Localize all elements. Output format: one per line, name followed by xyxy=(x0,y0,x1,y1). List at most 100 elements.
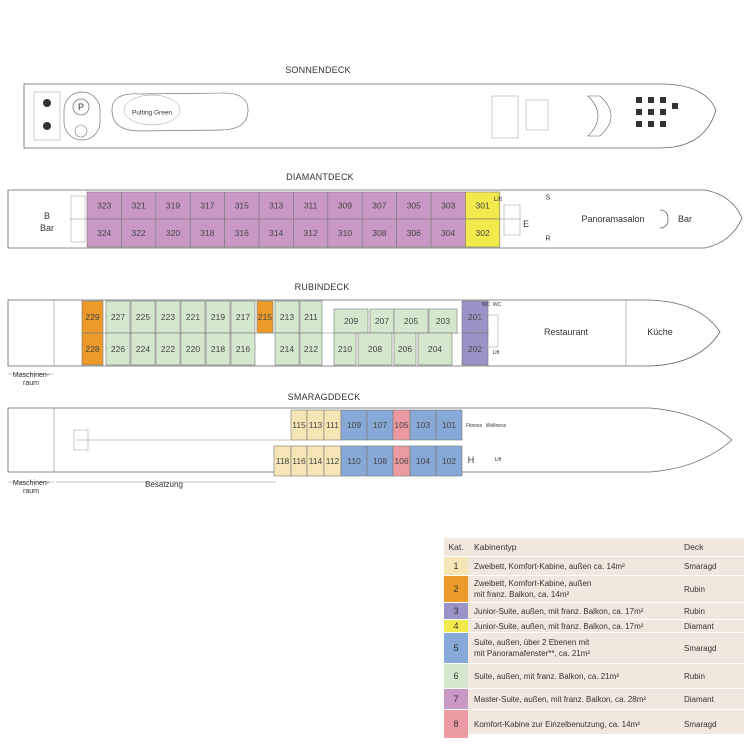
cabin-302[interactable]: 302 xyxy=(465,218,501,248)
cabin-303[interactable]: 303 xyxy=(430,191,466,220)
cabin-fill xyxy=(435,445,463,477)
cabin-114[interactable]: 114 xyxy=(306,445,325,477)
cabin-115[interactable]: 115 xyxy=(290,409,308,441)
cabin-220[interactable]: 220 xyxy=(180,332,206,366)
cabin-fill xyxy=(86,218,122,248)
cabin-212[interactable]: 212 xyxy=(299,332,323,366)
cabin-307[interactable]: 307 xyxy=(361,191,397,220)
cabin-221[interactable]: 221 xyxy=(180,300,206,334)
cabin-111[interactable]: 111 xyxy=(323,409,342,441)
legend-deck: Diamant xyxy=(684,694,714,704)
cabin-107[interactable]: 107 xyxy=(366,409,394,441)
cabin-fill xyxy=(327,191,363,220)
cabin-fill xyxy=(340,445,368,477)
cabin-301[interactable]: 301 xyxy=(465,191,501,220)
cabin-304[interactable]: 304 xyxy=(430,218,466,248)
cabin-fill xyxy=(465,218,501,248)
cabin-319[interactable]: 319 xyxy=(155,191,191,220)
cabin-104[interactable]: 104 xyxy=(409,445,437,477)
cabin-215[interactable]: 215 xyxy=(256,300,274,334)
cabin-320[interactable]: 320 xyxy=(155,218,191,248)
cabin-fill xyxy=(105,332,131,366)
cabin-110[interactable]: 110 xyxy=(340,445,368,477)
cabin-214[interactable]: 214 xyxy=(274,332,300,366)
cabin-106[interactable]: 106 xyxy=(392,445,411,477)
cabin-323[interactable]: 323 xyxy=(86,191,122,220)
cabin-209[interactable]: 209 xyxy=(333,308,369,334)
restaurant-label: Restaurant xyxy=(544,327,589,337)
cabin-321[interactable]: 321 xyxy=(121,191,157,220)
cabin-305[interactable]: 305 xyxy=(396,191,432,220)
cabin-219[interactable]: 219 xyxy=(205,300,231,334)
cabin-202[interactable]: 202 xyxy=(461,332,489,366)
cabin-316[interactable]: 316 xyxy=(224,218,260,248)
cabin-204[interactable]: 204 xyxy=(417,332,453,366)
cabin-311[interactable]: 311 xyxy=(293,191,329,220)
cabin-105[interactable]: 105 xyxy=(392,409,411,441)
legend-typ: Junior-Suite, außen, mit franz. Balkon, … xyxy=(468,606,680,617)
cabin-313[interactable]: 313 xyxy=(258,191,294,220)
legend-typ: Master-Suite, außen, mit franz. Balkon, … xyxy=(468,694,680,705)
cabin-101[interactable]: 101 xyxy=(435,409,463,441)
cabin-225[interactable]: 225 xyxy=(130,300,156,334)
cabin-229[interactable]: 229 xyxy=(81,300,104,334)
cabin-310[interactable]: 310 xyxy=(327,218,363,248)
cabin-206[interactable]: 206 xyxy=(393,332,417,366)
cabin-227[interactable]: 227 xyxy=(105,300,131,334)
cabin-208[interactable]: 208 xyxy=(357,332,393,366)
cabin-218[interactable]: 218 xyxy=(205,332,231,366)
cabin-205[interactable]: 205 xyxy=(393,308,429,334)
cabin-324[interactable]: 324 xyxy=(86,218,122,248)
cabin-224[interactable]: 224 xyxy=(130,332,156,366)
cabin-315[interactable]: 315 xyxy=(224,191,260,220)
cabin-226[interactable]: 226 xyxy=(105,332,131,366)
cabin-314[interactable]: 314 xyxy=(258,218,294,248)
cabin-number: 228 xyxy=(85,344,99,354)
cabin-210[interactable]: 210 xyxy=(333,332,357,366)
wellness-label: Wellness xyxy=(486,423,507,429)
cabin-number: 206 xyxy=(398,344,412,354)
cabin-317[interactable]: 317 xyxy=(189,191,225,220)
cabin-306[interactable]: 306 xyxy=(396,218,432,248)
cabin-207[interactable]: 207 xyxy=(369,308,395,334)
cabin-213[interactable]: 213 xyxy=(274,300,300,334)
cabin-118[interactable]: 118 xyxy=(273,445,292,477)
cabin-308[interactable]: 308 xyxy=(361,218,397,248)
legend-typ-line: Suite, außen, mit franz. Balkon, ca. 21m… xyxy=(474,671,619,681)
cabin-312[interactable]: 312 xyxy=(293,218,329,248)
deckchair-icon xyxy=(43,122,51,130)
cabin-number: 104 xyxy=(416,456,430,466)
cabin-fill xyxy=(396,191,432,220)
cabin-223[interactable]: 223 xyxy=(155,300,181,334)
e-label: E xyxy=(523,219,529,229)
cabin-109[interactable]: 109 xyxy=(340,409,368,441)
cabin-211[interactable]: 211 xyxy=(299,300,323,334)
legend-typ-line: mit Panoramafenster**, ca. 21m² xyxy=(474,649,591,658)
lift-label: Lift xyxy=(493,350,500,356)
bar-b-label: B xyxy=(44,211,50,221)
cabin-113[interactable]: 113 xyxy=(306,409,325,441)
cabin-228[interactable]: 228 xyxy=(81,332,104,366)
cabin-322[interactable]: 322 xyxy=(121,218,157,248)
cabin-203[interactable]: 203 xyxy=(428,308,458,334)
cabin-201[interactable]: 201 xyxy=(461,300,489,334)
cabin-fill xyxy=(189,191,225,220)
cabin-217[interactable]: 217 xyxy=(230,300,256,334)
cabin-216[interactable]: 216 xyxy=(230,332,256,366)
cabin-222[interactable]: 222 xyxy=(155,332,181,366)
cabin-fill xyxy=(430,218,466,248)
cabin-108[interactable]: 108 xyxy=(366,445,394,477)
cabin-309[interactable]: 309 xyxy=(327,191,363,220)
cabin-318[interactable]: 318 xyxy=(189,218,225,248)
cabin-112[interactable]: 112 xyxy=(323,445,342,477)
cabin-103[interactable]: 103 xyxy=(409,409,437,441)
cabin-fill xyxy=(369,308,395,334)
s-label: S xyxy=(546,195,551,202)
cabin-116[interactable]: 116 xyxy=(290,445,308,477)
cabin-number: 318 xyxy=(200,228,214,238)
cabin-102[interactable]: 102 xyxy=(435,445,463,477)
